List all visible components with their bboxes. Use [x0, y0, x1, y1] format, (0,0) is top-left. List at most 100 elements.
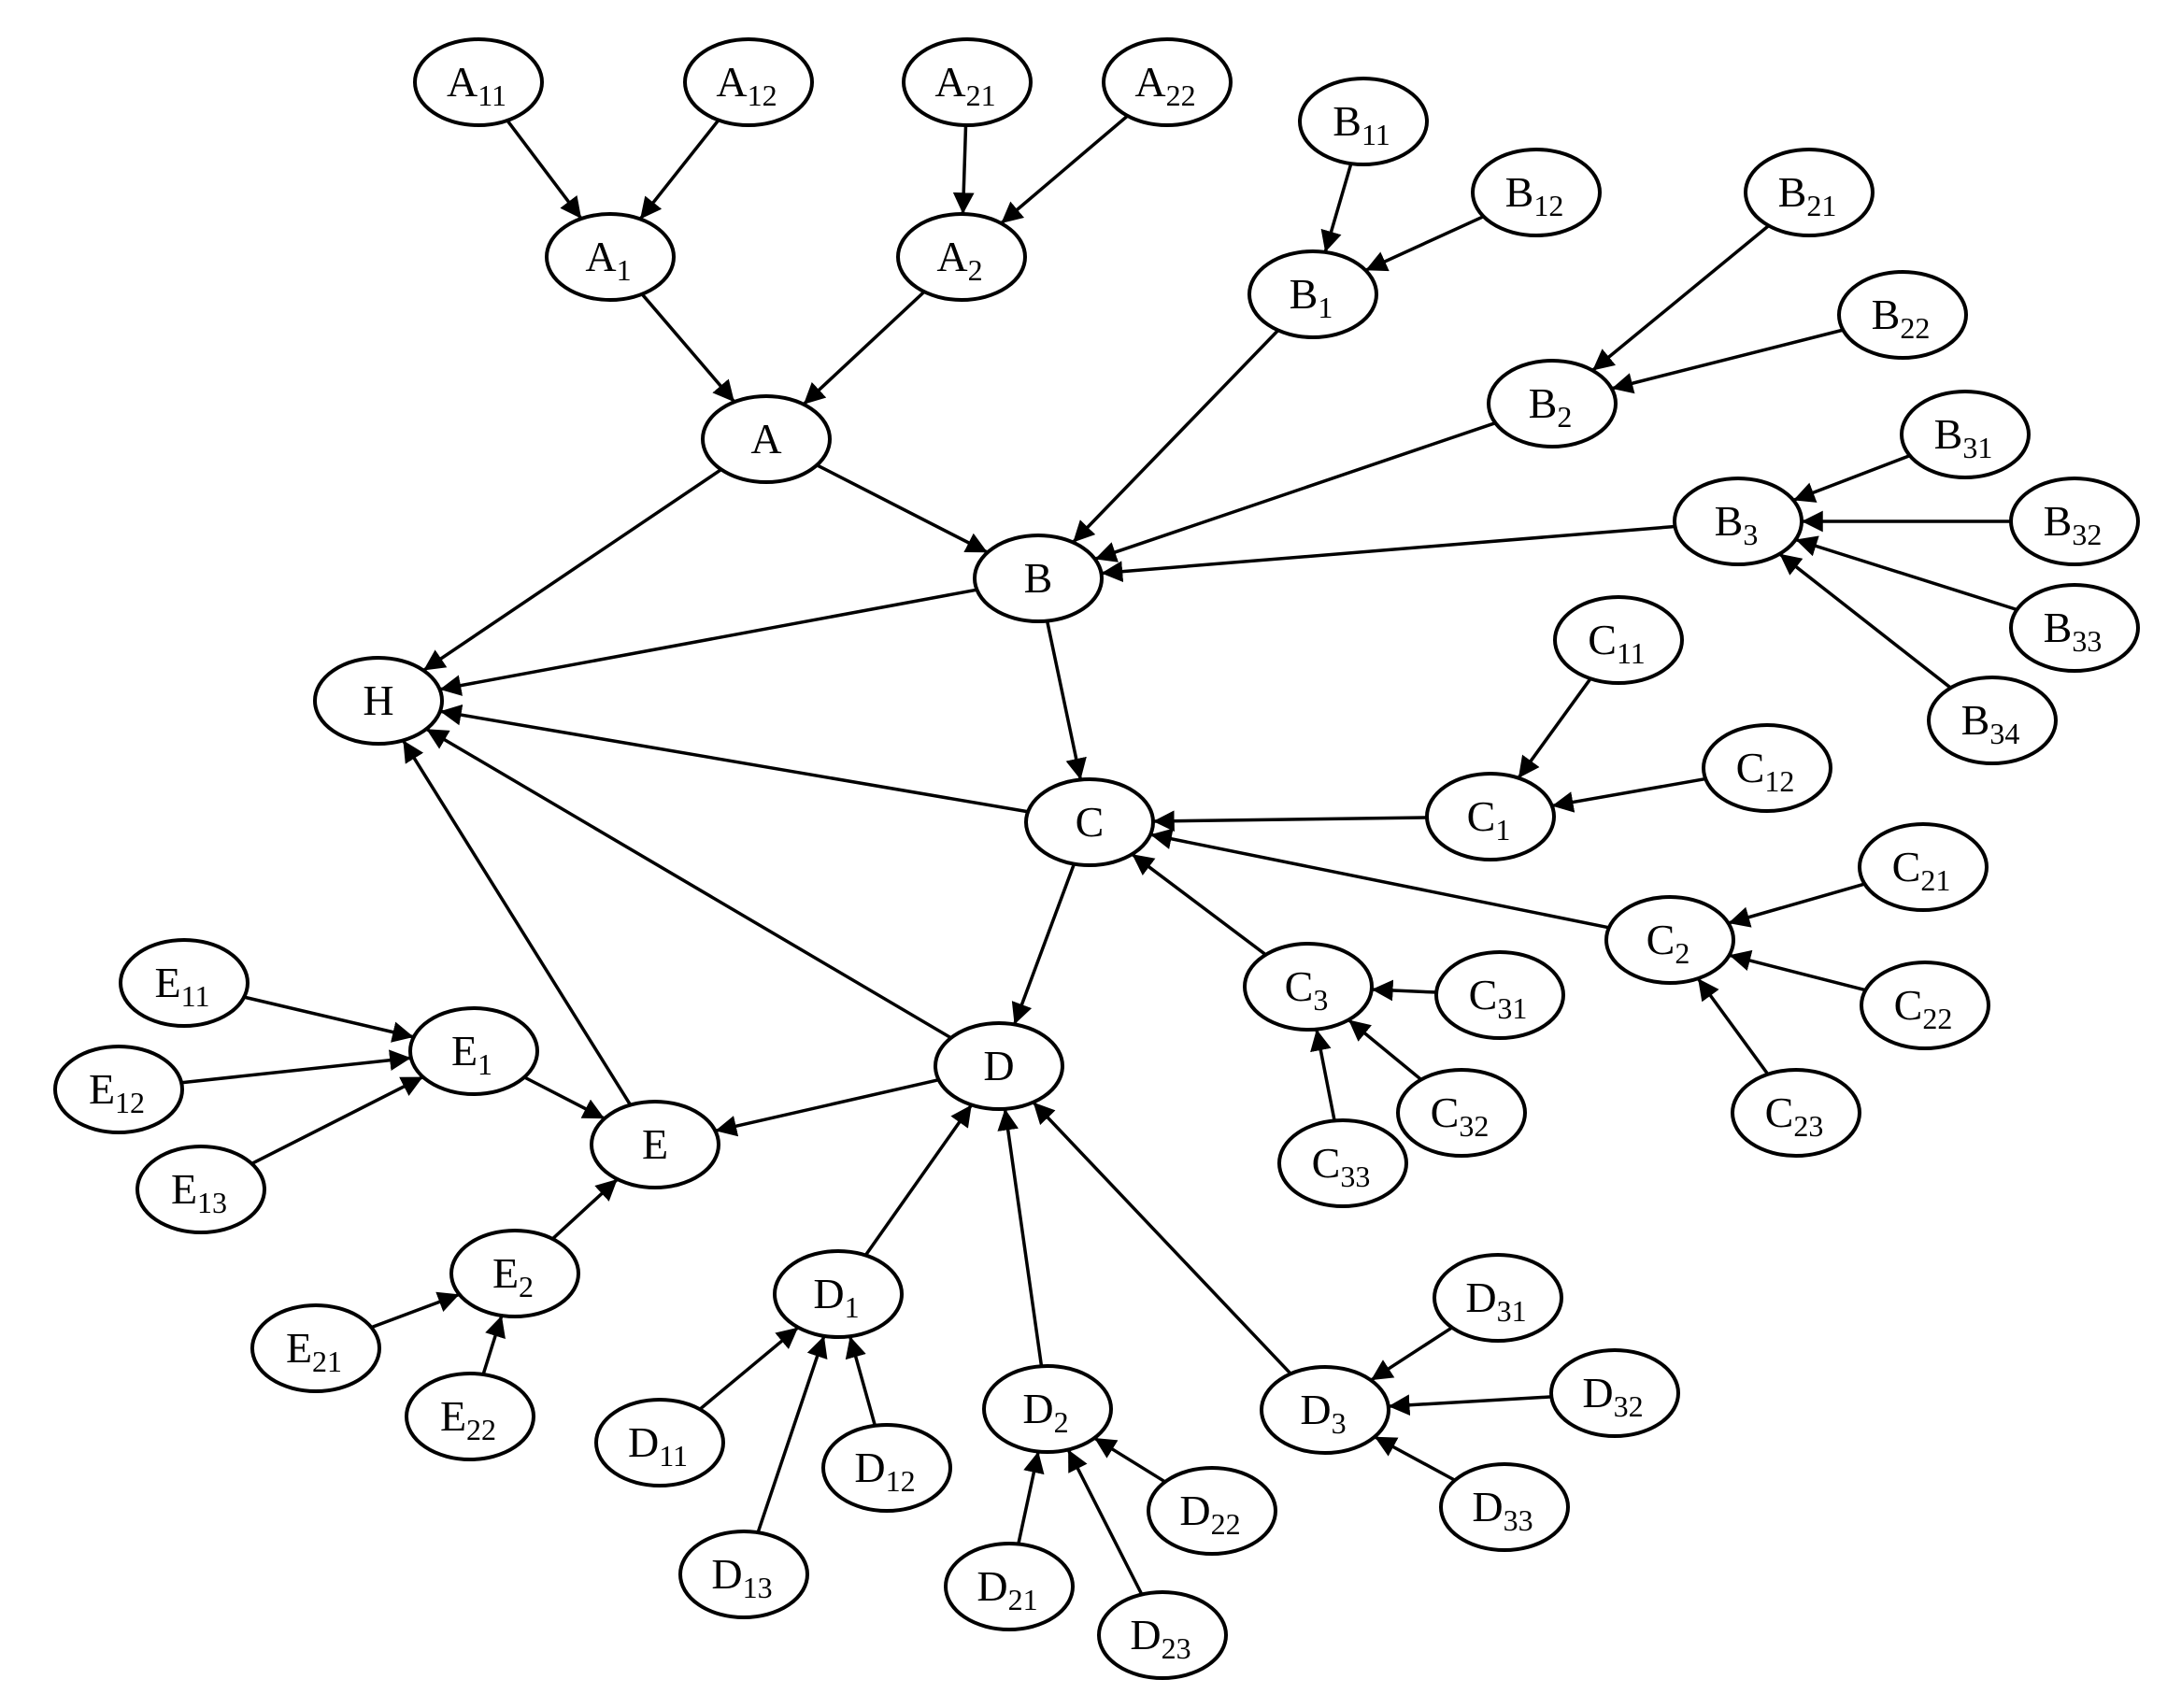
edge-B34-to-B3: [1778, 552, 1952, 690]
node-label-base: E: [440, 1392, 466, 1440]
edge-E12-to-E1: [180, 1049, 412, 1085]
node-label-base: D: [813, 1270, 844, 1317]
node-label-subscript: 3: [1743, 518, 1758, 551]
node-ellipse: [449, 1229, 580, 1318]
node-label-subscript: 12: [1533, 189, 1563, 222]
node-label-base: B: [1505, 168, 1534, 216]
node-label: B32: [2044, 497, 2103, 551]
node-H: H: [313, 656, 444, 746]
node-label: B34: [1961, 696, 2020, 750]
node-B22: B22: [1837, 270, 1968, 360]
edge-D12-to-D1: [845, 1335, 877, 1427]
node-D3: D3: [1260, 1365, 1390, 1455]
node-B32: B32: [2009, 477, 2140, 566]
node-label-base: D: [983, 1042, 1014, 1089]
node-label-base: D: [711, 1550, 742, 1598]
node-label-subscript: 32: [1614, 1389, 1644, 1423]
node-label: E: [642, 1120, 668, 1168]
edge-D-to-H: [425, 727, 952, 1040]
node-ellipse: [1425, 772, 1556, 861]
node-label-subscript: 11: [181, 979, 210, 1013]
node-label: E21: [286, 1324, 342, 1378]
node-B11: B11: [1298, 77, 1429, 166]
node-label: D13: [711, 1550, 772, 1604]
node-label: B2: [1529, 379, 1573, 434]
edge-E1-to-E: [523, 1075, 606, 1120]
node-label-subscript: 33: [1504, 1503, 1533, 1537]
node-label: C1: [1467, 792, 1511, 847]
edge-C2-to-C: [1149, 828, 1610, 930]
node-label-subscript: 31: [1497, 991, 1527, 1025]
node-label: C33: [1312, 1139, 1371, 1193]
node-label-base: A: [936, 233, 967, 280]
edge-C21-to-C2: [1728, 882, 1865, 928]
node-label-subscript: 34: [1989, 717, 2019, 750]
node-label: A1: [585, 233, 631, 287]
node-label: B11: [1333, 97, 1390, 151]
edge-E2-to-E: [551, 1177, 619, 1241]
node-label-subscript: 21: [1920, 863, 1950, 897]
node-label-base: D: [1130, 1611, 1161, 1658]
node-C: C: [1024, 777, 1155, 867]
edge-C32-to-C3: [1347, 1018, 1422, 1081]
node-label-base: B: [1778, 168, 1807, 216]
edge-B-to-H: [439, 588, 977, 696]
edge-C23-to-C2: [1696, 977, 1770, 1075]
node-label: C11: [1588, 616, 1646, 670]
node-B31: B31: [1900, 390, 2031, 479]
edge-E21-to-E2: [370, 1291, 461, 1330]
edge-B-to-C: [1045, 620, 1087, 780]
node-label-subscript: 21: [312, 1345, 342, 1378]
node-label-subscript: 2: [1675, 936, 1689, 970]
edge-D11-to-D1: [698, 1326, 800, 1411]
node-ellipse: [934, 1021, 1064, 1111]
node-label-subscript: 31: [1497, 1294, 1527, 1328]
node-ellipse: [1277, 1118, 1408, 1208]
node-label: A21: [934, 58, 995, 112]
node-ellipse: [2009, 583, 2140, 673]
node-label-subscript: 22: [466, 1413, 496, 1446]
node-label-base: B: [2044, 497, 2073, 545]
edge-A21-to-A2: [952, 124, 975, 215]
node-B12: B12: [1471, 148, 1602, 237]
node-E2: E2: [449, 1229, 580, 1318]
edge-D31-to-D3: [1370, 1326, 1453, 1382]
node-D31: D31: [1433, 1253, 1563, 1343]
node-label-subscript: 3: [1332, 1406, 1347, 1440]
node-label-base: D: [1022, 1385, 1053, 1432]
node-B3: B3: [1673, 477, 1803, 566]
node-ellipse: [1024, 777, 1155, 867]
node-label-base: D: [1472, 1483, 1503, 1530]
node-label: E1: [451, 1027, 492, 1081]
node-E12: E12: [53, 1045, 184, 1134]
node-label-base: D: [1300, 1386, 1331, 1433]
edge-D23-to-D2: [1066, 1448, 1144, 1596]
node-C11: C11: [1553, 595, 1684, 685]
node-D: D: [934, 1021, 1064, 1111]
node-label: D2: [1022, 1385, 1068, 1439]
edge-D13-to-D1: [756, 1335, 828, 1533]
node-label-base: B: [1529, 379, 1558, 427]
node-label-base: A: [716, 58, 747, 106]
node-label: E22: [440, 1392, 496, 1446]
node-label: A11: [447, 58, 506, 112]
node-label-base: A: [1134, 58, 1165, 106]
node-ellipse: [982, 1364, 1113, 1454]
edge-C22-to-C2: [1729, 949, 1866, 992]
node-ellipse: [678, 1530, 809, 1619]
node-ellipse: [1260, 1365, 1390, 1455]
edge-B1-to-B: [1071, 329, 1280, 544]
edge-A-to-B: [816, 463, 989, 554]
node-label-subscript: 2: [519, 1270, 534, 1303]
node-label-base: B: [1872, 291, 1901, 338]
edge-C-to-D: [1011, 863, 1076, 1025]
node-ellipse: [1553, 595, 1684, 685]
node-label-subscript: 11: [1617, 636, 1646, 670]
node-label-subscript: 1: [617, 253, 632, 287]
edge-B2-to-B: [1094, 421, 1496, 562]
node-ellipse: [1837, 270, 1968, 360]
edge-A11-to-A1: [506, 119, 583, 221]
edge-D32-to-D3: [1388, 1394, 1552, 1416]
node-label: B33: [2044, 604, 2103, 658]
